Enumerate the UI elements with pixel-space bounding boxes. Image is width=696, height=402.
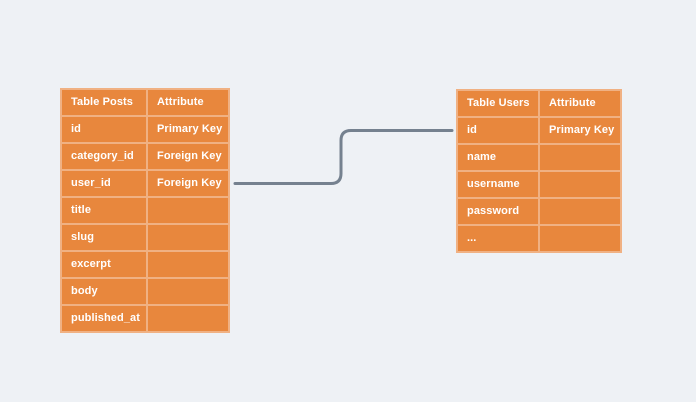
posts-row-attribute[interactable] — [148, 279, 228, 304]
users-row-field[interactable]: id — [458, 118, 538, 143]
relationship-connector[interactable] — [233, 129, 454, 185]
posts-row-attribute[interactable]: Foreign Key — [148, 171, 228, 196]
users-row-attribute[interactable] — [540, 199, 620, 224]
posts-header-title[interactable]: Table Posts — [62, 90, 146, 115]
posts-row-attribute[interactable] — [148, 198, 228, 223]
users-row-attribute[interactable] — [540, 145, 620, 170]
users-row-field[interactable]: password — [458, 199, 538, 224]
posts-row-attribute[interactable]: Primary Key — [148, 117, 228, 142]
table-node-users[interactable]: Table Users Attribute id Primary Key nam… — [456, 89, 622, 253]
table-node-posts[interactable]: Table Posts Attribute id Primary Key cat… — [60, 88, 230, 333]
posts-row-attribute[interactable] — [148, 306, 228, 331]
posts-row-field[interactable]: id — [62, 117, 146, 142]
posts-row-field[interactable]: user_id — [62, 171, 146, 196]
posts-row-field[interactable]: excerpt — [62, 252, 146, 277]
posts-row-field[interactable]: category_id — [62, 144, 146, 169]
users-header-title[interactable]: Table Users — [458, 91, 538, 116]
posts-row-attribute[interactable] — [148, 225, 228, 250]
users-row-attribute[interactable] — [540, 172, 620, 197]
posts-header-attribute[interactable]: Attribute — [148, 90, 228, 115]
users-row-field[interactable]: ... — [458, 226, 538, 251]
users-header-attribute[interactable]: Attribute — [540, 91, 620, 116]
users-row-field[interactable]: username — [458, 172, 538, 197]
users-row-attribute[interactable]: Primary Key — [540, 118, 620, 143]
posts-row-attribute[interactable] — [148, 252, 228, 277]
users-row-field[interactable]: name — [458, 145, 538, 170]
posts-row-field[interactable]: slug — [62, 225, 146, 250]
posts-row-attribute[interactable]: Foreign Key — [148, 144, 228, 169]
posts-row-field[interactable]: title — [62, 198, 146, 223]
users-row-attribute[interactable] — [540, 226, 620, 251]
posts-row-field[interactable]: body — [62, 279, 146, 304]
posts-row-field[interactable]: published_at — [62, 306, 146, 331]
